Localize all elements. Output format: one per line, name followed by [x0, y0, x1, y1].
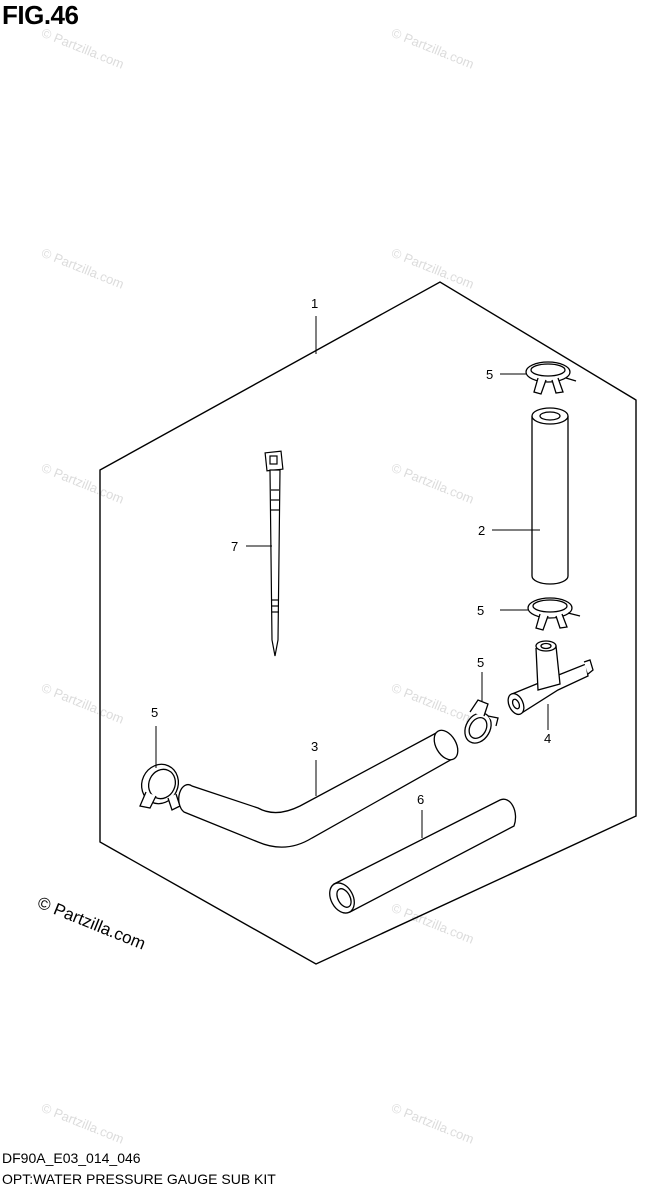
hose-part-6: [329, 798, 517, 914]
bent-hose-part-3: [178, 729, 459, 848]
hose-clamp-part-5-top: [525, 361, 577, 395]
hose-clamp-part-5-left: [139, 763, 181, 811]
hose-clamp-part-5-middle: [527, 597, 581, 631]
figure-title: FIG.46: [2, 0, 79, 30]
callout-1: 1: [311, 296, 318, 311]
callout-2: 2: [478, 523, 485, 538]
cable-tie-part-7: [264, 450, 284, 657]
hose-clamp-part-5-right: [464, 699, 499, 744]
callout-5-left: 5: [151, 705, 158, 720]
callout-7: 7: [231, 539, 238, 554]
callout-5-middle: 5: [477, 603, 484, 618]
callout-6: 6: [417, 792, 424, 807]
callout-5-right: 5: [477, 655, 484, 670]
kit-outline: [99, 281, 637, 965]
callout-5-top: 5: [486, 367, 493, 382]
hose-part-2: [531, 407, 569, 585]
callout-4: 4: [544, 731, 551, 746]
figure-description: OPT:WATER PRESSURE GAUGE SUB KIT: [2, 1171, 276, 1187]
tee-fitting-part-4: [507, 640, 594, 716]
callout-3: 3: [311, 739, 318, 754]
figure-code: DF90A_E03_014_046: [2, 1150, 141, 1166]
